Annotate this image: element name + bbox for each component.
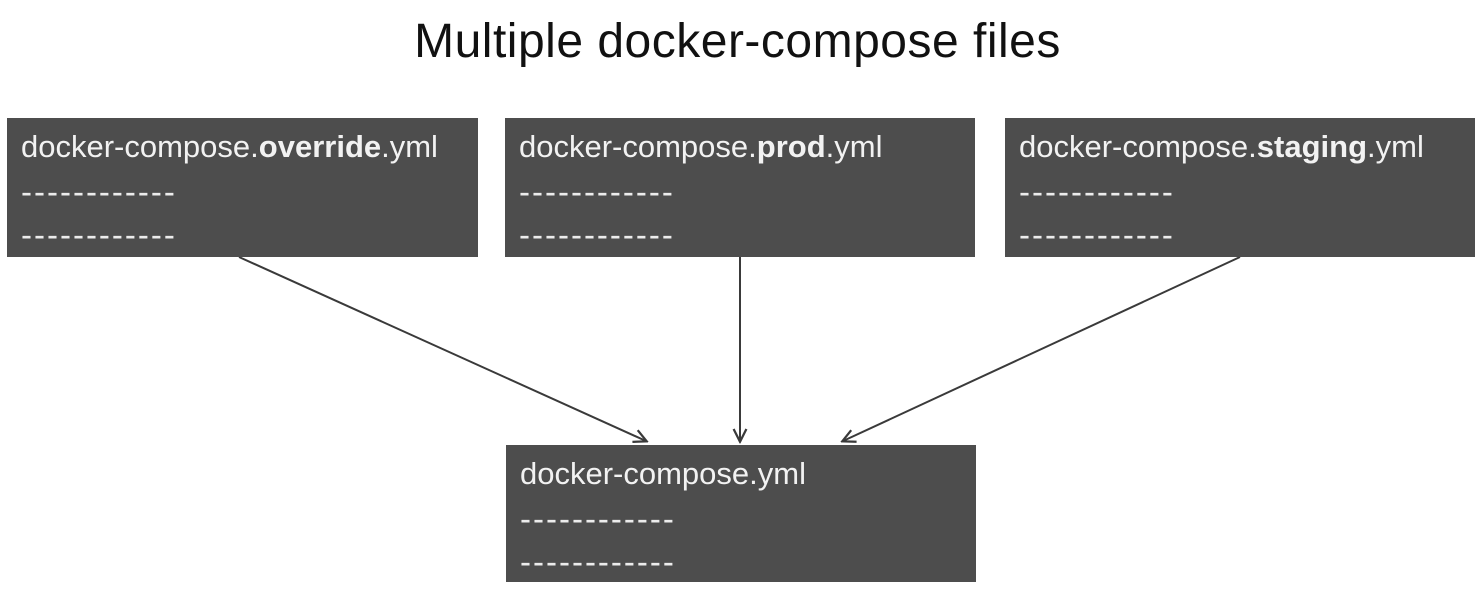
file-name: docker-compose.staging.yml — [1019, 124, 1461, 170]
file-name-suffix: .yml — [825, 129, 883, 164]
file-box-prod: docker-compose.prod.yml ------------ ---… — [505, 118, 975, 257]
dash-line: ------------ — [520, 543, 676, 580]
dash-line: ------------ — [1019, 216, 1175, 253]
file-name: docker-compose.override.yml — [21, 124, 464, 170]
dash-line: ------------ — [520, 500, 676, 537]
file-name-prefix: docker-compose. — [519, 129, 757, 164]
arrow-override-to-base — [238, 256, 646, 441]
file-name-emphasis: override — [258, 129, 382, 164]
dash-line: ------------ — [519, 173, 675, 210]
file-name-emphasis: prod — [756, 129, 826, 164]
file-box-staging: docker-compose.staging.yml ------------ … — [1005, 118, 1475, 257]
dash-line: ------------ — [519, 216, 675, 253]
file-name: docker-compose.yml — [520, 451, 962, 497]
dash-line: ------------ — [1019, 173, 1175, 210]
file-name-suffix: .yml — [1367, 129, 1424, 164]
file-name-prefix: docker-compose. — [21, 129, 259, 164]
file-name-prefix: docker-compose. — [1019, 129, 1257, 164]
file-name: docker-compose.prod.yml — [519, 124, 961, 170]
arrow-staging-to-base — [843, 256, 1241, 441]
file-name-prefix: docker-compose.yml — [520, 456, 806, 491]
file-name-suffix: .yml — [381, 129, 438, 164]
dash-line: ------------ — [21, 216, 177, 253]
page-title: Multiple docker-compose files — [414, 15, 1061, 68]
dash-line: ------------ — [21, 173, 177, 210]
file-box-base: docker-compose.yml ------------ --------… — [506, 445, 976, 582]
file-box-override: docker-compose.override.yml ------------… — [7, 118, 478, 257]
file-name-emphasis: staging — [1256, 129, 1368, 164]
